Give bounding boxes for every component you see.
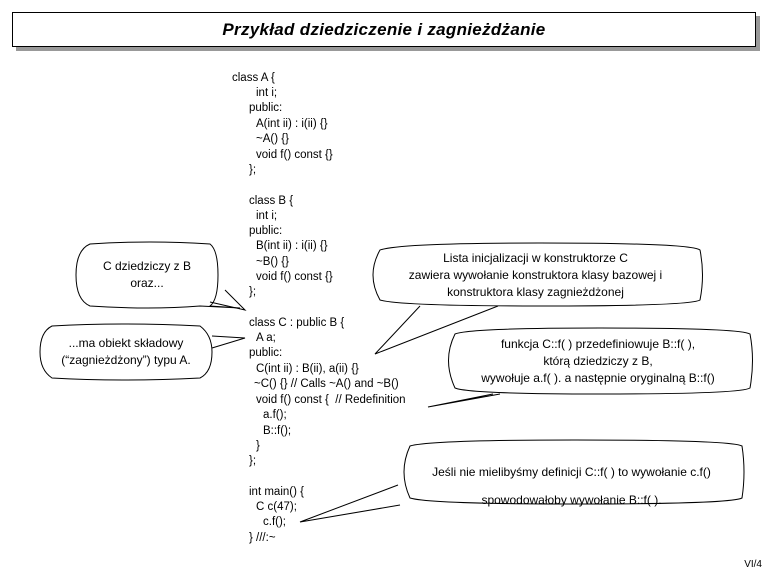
code-line: int i; bbox=[256, 210, 278, 222]
callout-inherit-tail bbox=[209, 289, 247, 311]
code-line: class A { bbox=[232, 72, 275, 84]
callout-initlist: Lista inicjalizacji w konstruktorze C za… bbox=[367, 250, 704, 301]
callout-line: spowodowałoby wywołanie B::f( ). bbox=[481, 493, 662, 507]
callout-redefine-shape bbox=[448, 327, 753, 395]
code-line: }; bbox=[249, 164, 257, 176]
title-bar: Przykład dziedziczenie i zagnieżdżanie bbox=[12, 12, 756, 47]
code-line: c.f(); bbox=[263, 516, 286, 528]
code-line: a.f(); bbox=[263, 409, 287, 421]
callout-line: ...ma obiekt składowy bbox=[68, 336, 184, 350]
code-line: public: bbox=[249, 225, 283, 237]
callout-line: (“zagnieżdżony”) typu A. bbox=[61, 353, 191, 367]
code-line: B(int ii) : i(ii) {} bbox=[256, 240, 328, 252]
code-line: ~A() {} bbox=[256, 133, 289, 145]
code-line: class B { bbox=[249, 195, 294, 207]
callout-line: którą dziedziczy z B, bbox=[543, 354, 653, 368]
callout-initlist-shape bbox=[372, 242, 703, 307]
code-line: ~B() {} bbox=[256, 256, 289, 268]
code-line: void f() const { // Redefinition bbox=[256, 394, 406, 406]
callout-line: konstruktora klasy zagnieżdżonej bbox=[447, 285, 624, 299]
code-line: C c(47); bbox=[256, 501, 297, 513]
code-line: void f() const {} bbox=[256, 149, 333, 161]
callout-line: oraz... bbox=[130, 276, 164, 290]
callout-initlist-tail bbox=[374, 305, 499, 355]
code-line: } bbox=[256, 440, 260, 452]
code-line: A a; bbox=[256, 332, 276, 344]
callout-ifnot-tail bbox=[299, 484, 401, 523]
callout-inherit: C dziedziczy z B oraz... bbox=[76, 258, 218, 292]
callout-line: wywołuje a.f( ). a następnie oryginalną … bbox=[481, 371, 715, 385]
page-number: VI/4 bbox=[744, 559, 762, 570]
code-line: public: bbox=[249, 347, 283, 359]
code-line: B::f(); bbox=[263, 425, 292, 437]
callout-line: zawiera wywołanie konstruktora klasy baz… bbox=[408, 268, 663, 282]
code-line: }; bbox=[249, 455, 257, 467]
code-line: C(int ii) : B(ii), a(ii) {} bbox=[256, 363, 359, 375]
callout-member-shape bbox=[39, 323, 213, 381]
code-line: int main() { bbox=[249, 486, 304, 498]
callout-line: funkcja C::f( ) przedefiniowuje B::f( ), bbox=[500, 337, 696, 351]
code-line: public: bbox=[249, 102, 283, 114]
callout-ifnot-shape bbox=[403, 439, 745, 505]
code-line: void f() const {} bbox=[256, 271, 333, 283]
code-line: ~C() {} // Calls ~A() and ~B() bbox=[254, 378, 399, 390]
code-line: A(int ii) : i(ii) {} bbox=[256, 118, 328, 130]
callout-line: Jeśli nie mielibyśmy definicji C::f( ) t… bbox=[432, 465, 711, 479]
callout-line: C dziedziczy z B bbox=[102, 259, 192, 273]
callout-member-tail bbox=[211, 335, 246, 349]
callout-line: Lista inicjalizacji w konstruktorze C bbox=[443, 251, 628, 265]
slide-title: Przykład dziedziczenie i zagnieżdżanie bbox=[222, 19, 546, 39]
code-line: int i; bbox=[256, 87, 278, 99]
code-line: } ///:~ bbox=[249, 532, 276, 544]
callout-inherit-shape bbox=[75, 241, 241, 309]
callout-ifnot: Jeśli nie mielibyśmy definicji C::f( ) t… bbox=[398, 458, 745, 514]
callout-member: ...ma obiekt składowy (“zagnieżdżony”) t… bbox=[40, 335, 212, 369]
callout-redefine: funkcja C::f( ) przedefiniowuje B::f( ),… bbox=[443, 336, 753, 387]
code-line: }; bbox=[249, 286, 257, 298]
callout-redefine-tail bbox=[427, 393, 501, 408]
code-line: class C : public B { bbox=[249, 317, 345, 329]
